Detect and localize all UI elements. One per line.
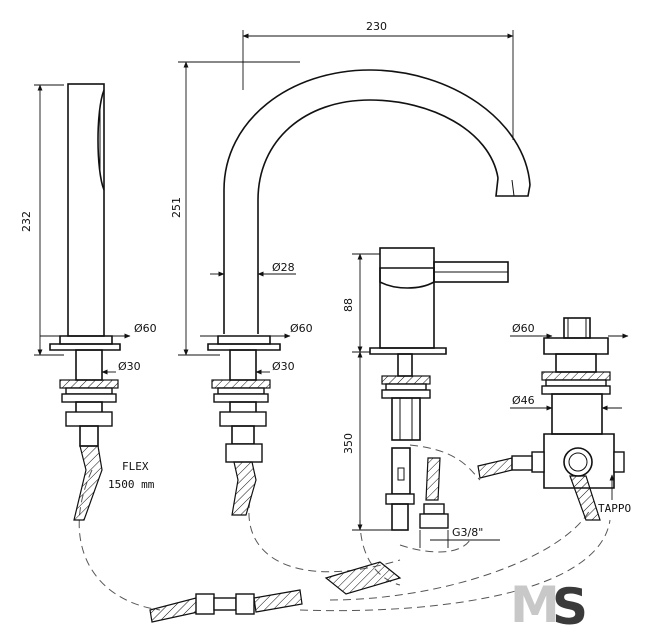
dim-spout-diameter: Ø28 [272,261,295,274]
logo-letter-m: M [510,578,560,628]
tappo-label: TAPPO [598,502,631,515]
ms-logo: M S [510,578,588,628]
hose-routes [78,444,611,612]
dim-base-diameter-1: Ø60 [134,322,157,335]
bottom-hose [149,561,402,623]
spout [178,30,531,516]
mixer [352,247,509,548]
flex-length-label: 1500 mm [108,478,155,491]
dim-spout-height: 251 [170,197,183,218]
hand-shower [34,83,131,521]
dim-spout-reach: 230 [366,20,387,33]
dim-mixer-height: 88 [342,298,355,312]
dim-shank-diameter-1: Ø30 [118,360,141,373]
diverter [477,317,629,521]
dim-handshower-height: 232 [20,211,33,232]
dim-shank-diameter-2: Ø30 [272,360,295,373]
flex-label: FLEX [122,460,149,473]
dim-shank-length: 350 [342,433,355,454]
dim-connection-thread: G3/8" [452,526,483,539]
dim-diverter-diameter: Ø46 [512,394,535,407]
dimension-labels: 230 232 251 Ø28 Ø60 Ø60 Ø60 Ø30 Ø30 88 3… [20,20,631,539]
logo-letter-s: S [552,578,588,628]
dim-base-diameter-3: Ø60 [512,322,535,335]
dim-base-diameter-2: Ø60 [290,322,313,335]
